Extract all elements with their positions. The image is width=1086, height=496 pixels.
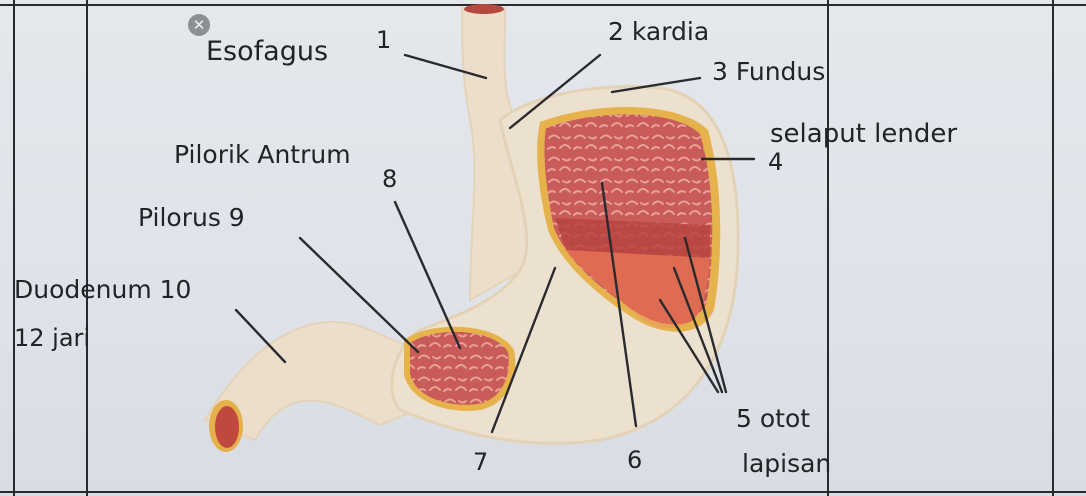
label-num-8: 8 — [382, 165, 397, 193]
close-icon[interactable]: ✕ — [188, 14, 210, 36]
label-lapisan: lapisan — [742, 449, 831, 478]
label-num-4: 4 — [768, 148, 783, 176]
label-num-7: 7 — [473, 448, 488, 476]
label-pilorik-antrum: Pilorik Antrum — [174, 140, 351, 169]
esophagus-opening — [464, 4, 504, 14]
label-pilorus: Pilorus 9 — [138, 203, 245, 232]
label-num-6: 6 — [627, 446, 642, 474]
label-esofagus: Esofagus — [206, 36, 328, 67]
label-duodenum: Duodenum 10 — [14, 275, 191, 304]
label-otot: 5 otot — [736, 404, 810, 433]
label-num-1: 1 — [376, 26, 391, 54]
label-fundus: 3 Fundus — [712, 57, 825, 86]
label-duodenum-12-jari: 12 jari — [14, 324, 90, 352]
label-kardia: 2 kardia — [608, 17, 709, 46]
label-selaput-lender: selaput lender — [770, 119, 957, 149]
duodenum-lumen — [215, 406, 239, 448]
pylorus-lining — [410, 332, 509, 405]
